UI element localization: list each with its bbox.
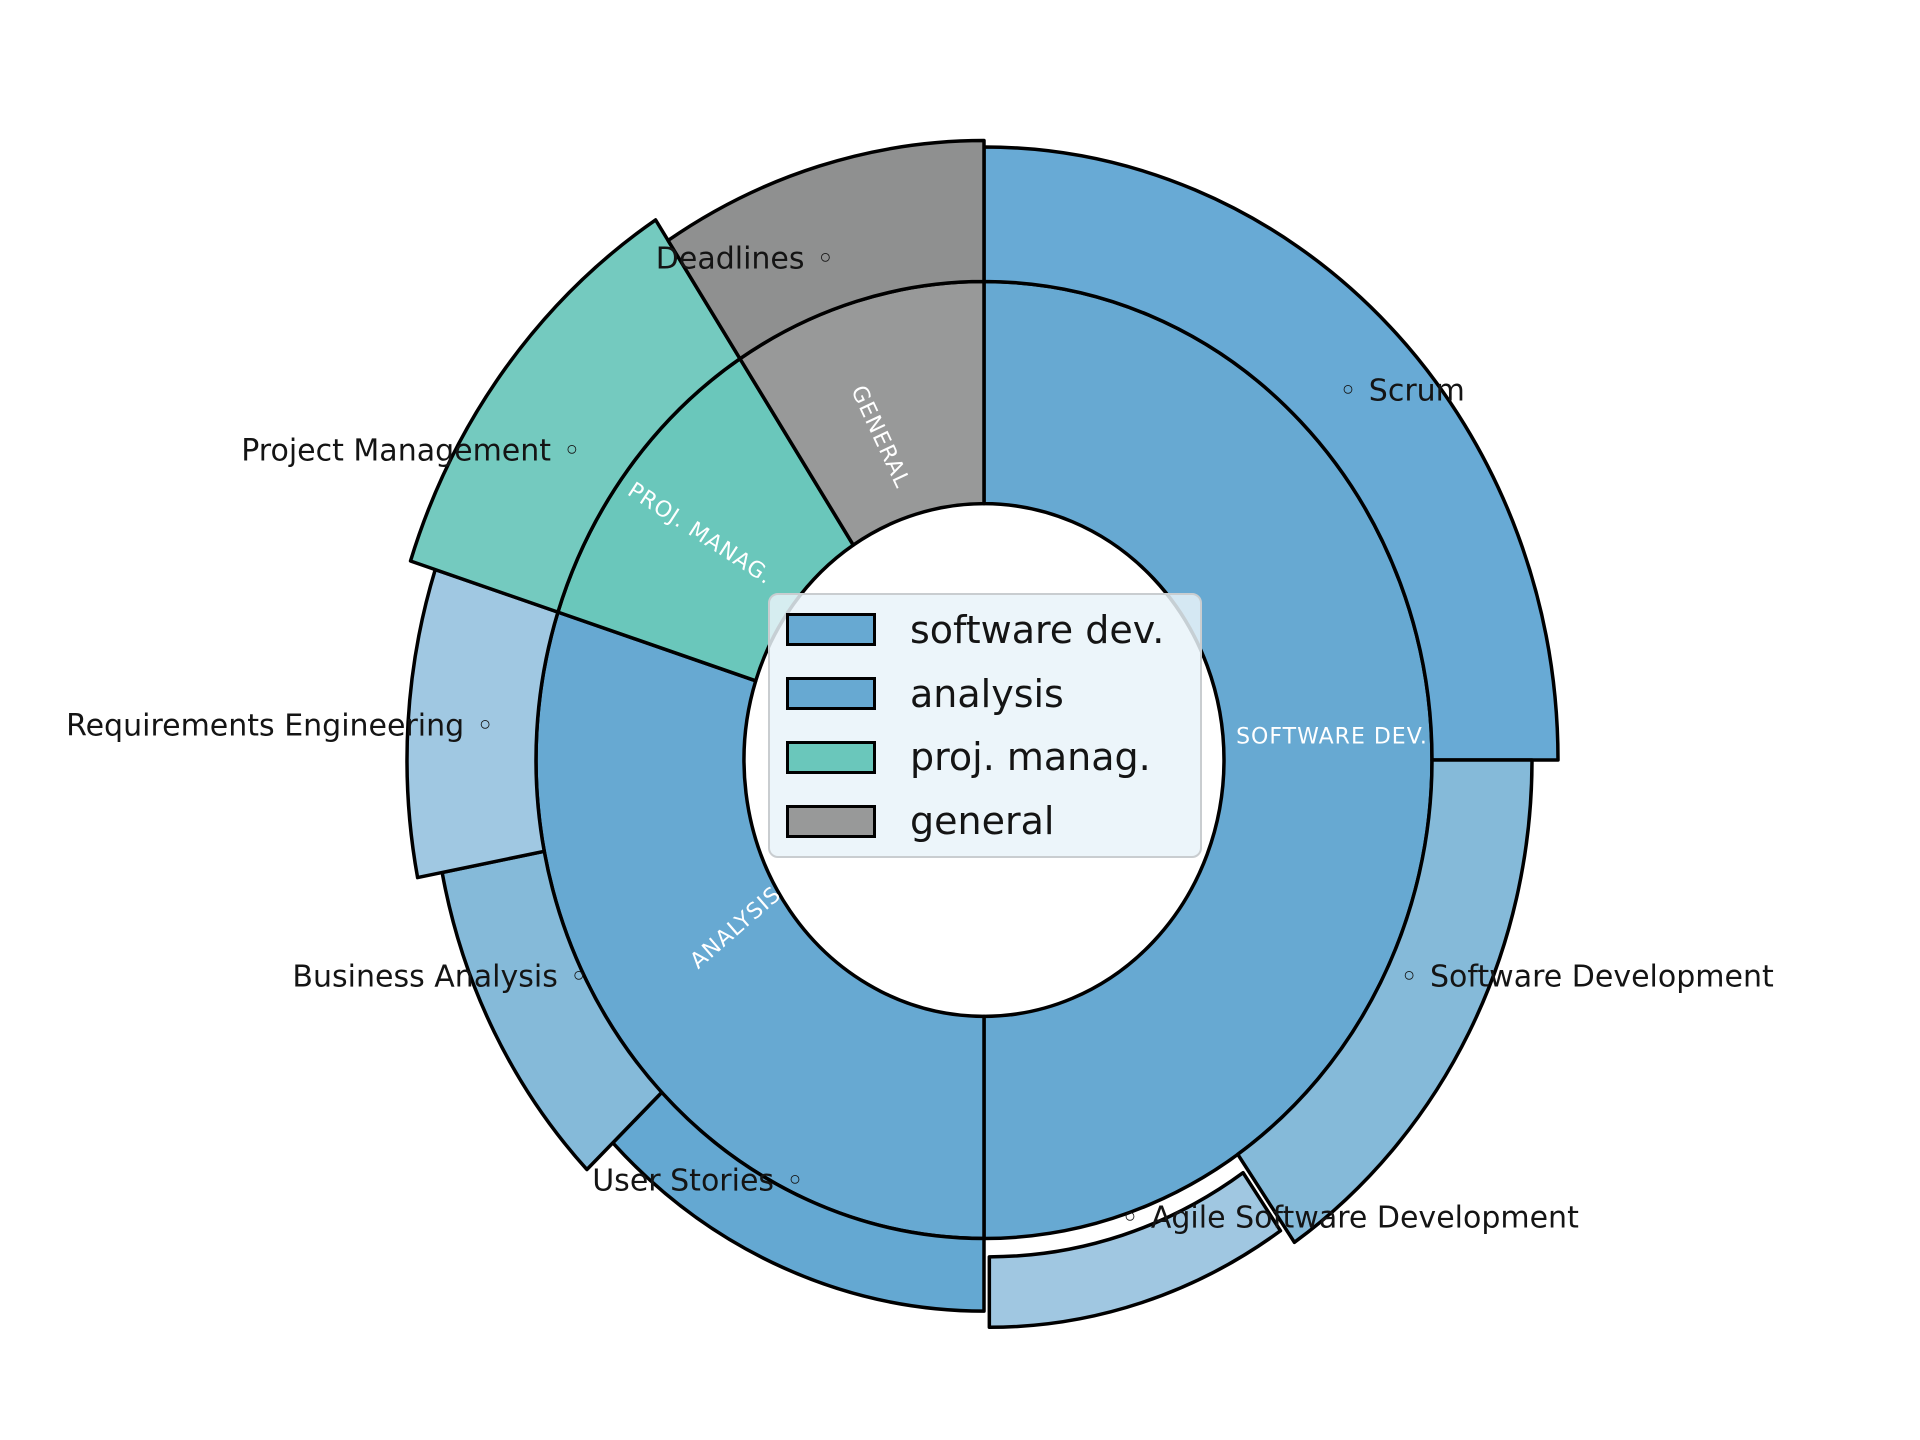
legend-label: general — [910, 799, 1055, 844]
outer-segment-software-development — [1236, 758, 1534, 1245]
point-marker-icon: ◦ — [1121, 1200, 1139, 1235]
point-marker-icon: ◦ — [816, 241, 835, 276]
outer-segment-project-management — [408, 218, 742, 614]
segment-label-project-management: Project Management ◦ — [241, 434, 581, 469]
legend-row-proj-manag-: proj. manag. — [786, 733, 1200, 783]
segment-label-business-analysis: Business Analysis ◦ — [292, 960, 587, 995]
segment-label-text: Project Management — [241, 433, 552, 469]
legend-label: analysis — [910, 671, 1064, 716]
legend-swatch — [786, 804, 876, 838]
legend: software dev. analysis proj. manag. general — [768, 593, 1202, 858]
point-marker-icon: ◦ — [1339, 373, 1357, 408]
legend-row-general: general — [786, 796, 1200, 846]
point-marker-icon: ◦ — [786, 1163, 804, 1198]
legend-row-analysis: analysis — [786, 669, 1200, 719]
outer-segment-agile-software-development — [987, 1170, 1283, 1330]
segment-label-software-development: ◦ Software Development — [1400, 960, 1773, 995]
segment-label-text: Deadlines — [655, 241, 805, 277]
outer-segment-scrum — [982, 145, 1560, 762]
segment-label-text: Requirements Engineering — [66, 708, 465, 744]
legend-row-software-dev-: software dev. — [786, 605, 1200, 655]
segment-label-user-stories: User Stories ◦ — [592, 1164, 804, 1199]
legend-swatch — [786, 740, 876, 774]
legend-swatch — [786, 677, 876, 711]
segment-label-text: Scrum — [1368, 373, 1465, 409]
point-marker-icon: ◦ — [476, 708, 494, 743]
legend-label: software dev. — [910, 607, 1165, 652]
segment-label-text: Agile Software Development — [1150, 1200, 1579, 1236]
point-marker-icon: ◦ — [563, 433, 581, 468]
outer-segment-deadlines — [666, 138, 986, 361]
segment-label-agile-software-development: ◦ Agile Software Development — [1121, 1201, 1579, 1236]
segment-label-text: Software Development — [1429, 959, 1774, 995]
segment-label-deadlines: Deadlines ◦ — [656, 242, 834, 277]
legend-swatch — [786, 613, 876, 647]
segment-label-text: User Stories — [592, 1163, 775, 1199]
segment-label-text: Business Analysis — [292, 959, 558, 995]
point-marker-icon: ◦ — [1400, 959, 1418, 994]
segment-label-scrum: ◦ Scrum — [1339, 374, 1465, 409]
ring-label-software-dev-: SOFTWARE DEV. — [1236, 724, 1428, 750]
segment-label-requirements-engineering: Requirements Engineering ◦ — [66, 709, 494, 744]
inner-wedge-software-dev- — [984, 282, 1432, 1239]
legend-label: proj. manag. — [910, 735, 1151, 780]
point-marker-icon: ◦ — [569, 959, 588, 994]
